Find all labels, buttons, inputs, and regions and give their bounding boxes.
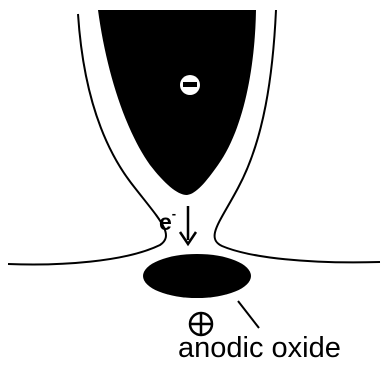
electron-charge-superscript: - bbox=[172, 206, 176, 221]
down-arrow-icon bbox=[180, 206, 196, 244]
electron-label: e- bbox=[159, 209, 176, 236]
afm-tip bbox=[98, 10, 256, 195]
minus-circle-icon bbox=[180, 75, 200, 95]
electron-symbol: e bbox=[159, 209, 172, 235]
anodic-oxide-blob bbox=[143, 254, 251, 298]
anodic-oxide-label: anodic oxide bbox=[178, 333, 341, 363]
oxide-pointer-line bbox=[238, 301, 259, 328]
